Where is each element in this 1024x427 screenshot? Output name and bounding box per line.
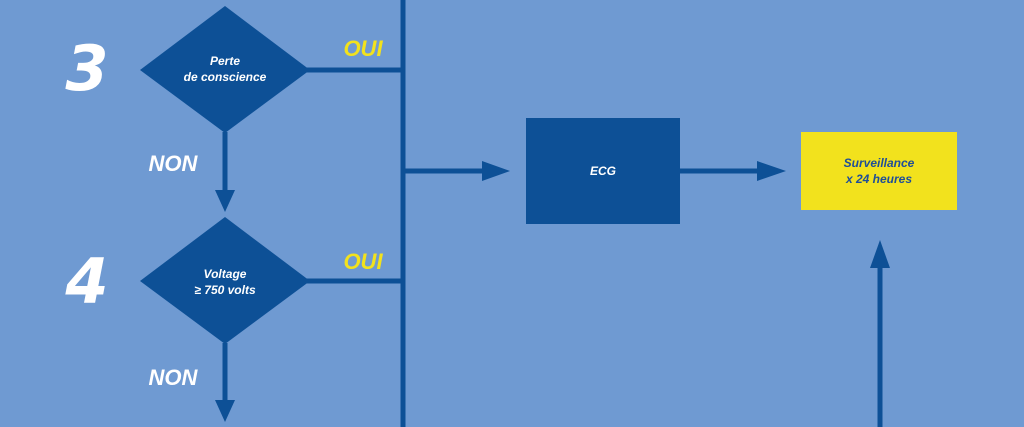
yes-label-3: OUI	[343, 36, 383, 61]
yes-label-4: OUI	[343, 249, 383, 274]
decision-label-4: Voltage ≥ 750 volts	[170, 266, 280, 298]
bus-to-ecg-head	[482, 161, 510, 181]
ecg-to-surveillance-head	[757, 161, 786, 181]
no-arrow-4-head	[215, 400, 235, 422]
surveillance-label: Surveillance x 24 heures	[801, 155, 957, 187]
surveillance-label-line2: x 24 heures	[845, 172, 913, 186]
up-arrow-head	[870, 240, 890, 268]
decision-label-3-line2: de conscience	[183, 70, 267, 84]
decision-label-4-line2: ≥ 750 volts	[194, 283, 256, 297]
decision-diamond-4	[140, 217, 310, 344]
step-number-4: 4	[65, 245, 109, 318]
decision-label-4-line1: Voltage	[203, 267, 247, 281]
step-number-3: 3	[65, 32, 109, 105]
surveillance-box	[801, 132, 957, 210]
decision-label-3-line1: Perte	[209, 54, 241, 68]
ecg-label: ECG	[589, 164, 616, 178]
no-label-4: NON	[148, 365, 198, 390]
decision-diamond-3	[140, 6, 310, 133]
decision-label-3: Perte de conscience	[170, 53, 280, 85]
surveillance-label-line1: Surveillance	[843, 156, 915, 170]
no-label-3: NON	[148, 151, 198, 176]
ecg-box	[526, 118, 680, 224]
no-arrow-3-head	[215, 190, 235, 212]
